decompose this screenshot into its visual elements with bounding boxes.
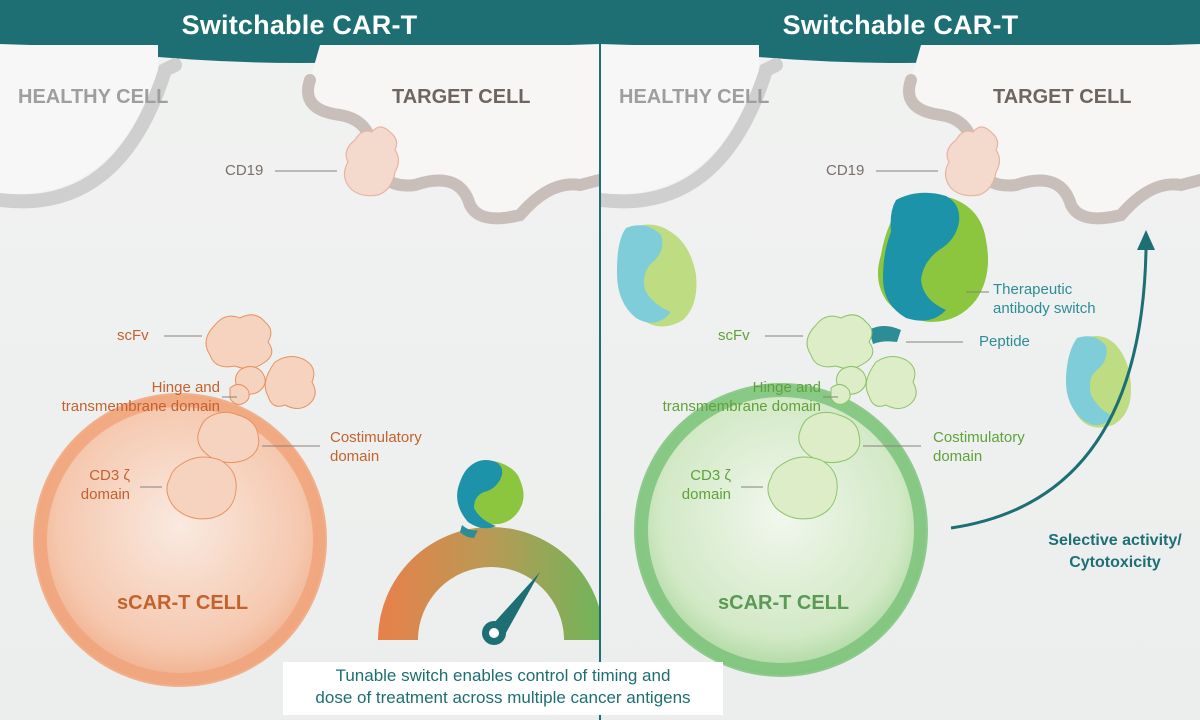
scar-t-cell-membrane-right — [634, 383, 928, 677]
right-banner: Switchable CAR-T — [601, 0, 1200, 70]
left-cd3-label: CD3 ζ domain — [50, 466, 130, 504]
right-leaders — [741, 291, 989, 488]
right-switch-line2: antibody switch — [993, 300, 1096, 317]
left-cell-name: sCAR-T CELL — [117, 592, 249, 614]
right-title: Switchable CAR-T — [782, 10, 1019, 40]
cd19-protein — [944, 126, 1001, 197]
left-cd19-label: CD19 — [225, 162, 264, 179]
right-costim-line2: domain — [933, 448, 983, 465]
right-scfv-label: scFv — [718, 327, 750, 344]
effect-label: Selective activity/ Cytotoxicity — [1030, 530, 1200, 574]
right-cell-name: sCAR-T CELL — [718, 592, 850, 614]
arrow-head — [1137, 230, 1155, 250]
right-hinge-line2: transmembrane domain — [662, 398, 821, 415]
left-banner: Switchable CAR-T — [0, 0, 599, 70]
right-hinge-label: Hinge and transmembrane domain — [621, 378, 821, 416]
right-target-cell-label: TARGET CELL — [993, 86, 1132, 108]
healthy-cell-membrane — [601, 58, 783, 209]
cytotoxicity-arrow — [950, 249, 1148, 530]
left-costim-line2: domain — [330, 448, 380, 465]
effect-line1: Selective activity/ — [1048, 532, 1182, 549]
right-costim-line1: Costimulatory — [933, 429, 1025, 446]
dose-gauge — [378, 527, 599, 640]
right-cd3-label: CD3 ζ domain — [651, 466, 731, 504]
left-target-cell-label: TARGET CELL — [392, 86, 531, 108]
scar-t-cell-left — [35, 395, 325, 685]
left-cd3-line2: domain — [80, 486, 130, 503]
right-switch-line1: Therapeutic — [993, 281, 1073, 298]
left-healthy-cell-label: HEALTHY CELL — [18, 86, 169, 108]
scar-t-cell-right — [636, 385, 926, 675]
right-peptide-label: Peptide — [979, 333, 1030, 350]
antibody-switch-bound — [869, 192, 989, 344]
bottom-caption: Tunable switch enables control of timing… — [283, 662, 723, 715]
left-cd3-line1: CD3 ζ — [89, 467, 130, 484]
right-cd19-label: CD19 — [826, 162, 865, 179]
caption-line2: dose of treatment across multiple cancer… — [315, 688, 691, 707]
left-panel: Switchable CAR-T HEALTHY CELL TARGET CEL… — [0, 0, 599, 720]
antibody-switch-small — [457, 460, 524, 538]
free-antibody-2 — [1065, 336, 1131, 428]
right-cd3-line2: domain — [681, 486, 731, 503]
right-cd3-line1: CD3 ζ — [690, 467, 731, 484]
left-hinge-line2: transmembrane domain — [61, 398, 220, 415]
left-hinge-line1: Hinge and — [151, 379, 220, 396]
scar-t-cell-membrane-left — [33, 393, 327, 687]
left-scfv-label: scFv — [117, 327, 149, 344]
right-hinge-line1: Hinge and — [752, 379, 821, 396]
free-antibody-1 — [616, 224, 697, 327]
left-hinge-label: Hinge and transmembrane domain — [20, 378, 220, 416]
left-leaders — [140, 335, 320, 488]
right-panel: Switchable CAR-T HEALTHY CELL TARGET CEL… — [601, 0, 1200, 720]
panel-divider — [599, 0, 601, 720]
target-cell-membrane — [302, 74, 599, 225]
caption-line1: Tunable switch enables control of timing… — [335, 666, 671, 685]
left-panel-graphics — [0, 0, 599, 687]
left-costim-label: Costimulatory domain — [330, 428, 422, 466]
right-costim-label: Costimulatory domain — [933, 428, 1025, 466]
healthy-cell-body — [0, 45, 158, 194]
gauge-needle — [482, 572, 540, 645]
effect-line2: Cytotoxicity — [1069, 554, 1161, 571]
cd19-protein — [343, 126, 400, 197]
target-cell-body — [909, 45, 1200, 219]
car-construct-right — [767, 314, 917, 520]
left-costim-line1: Costimulatory — [330, 429, 422, 446]
healthy-cell-membrane — [0, 58, 182, 209]
target-cell-body — [308, 45, 599, 219]
target-cell-membrane — [903, 74, 1200, 225]
right-switch-label: Therapeutic antibody switch — [993, 280, 1096, 318]
right-healthy-cell-label: HEALTHY CELL — [619, 86, 770, 108]
healthy-cell-body — [601, 45, 759, 194]
left-title: Switchable CAR-T — [181, 10, 418, 40]
car-construct-left — [166, 314, 316, 520]
right-panel-graphics — [601, 0, 1200, 677]
